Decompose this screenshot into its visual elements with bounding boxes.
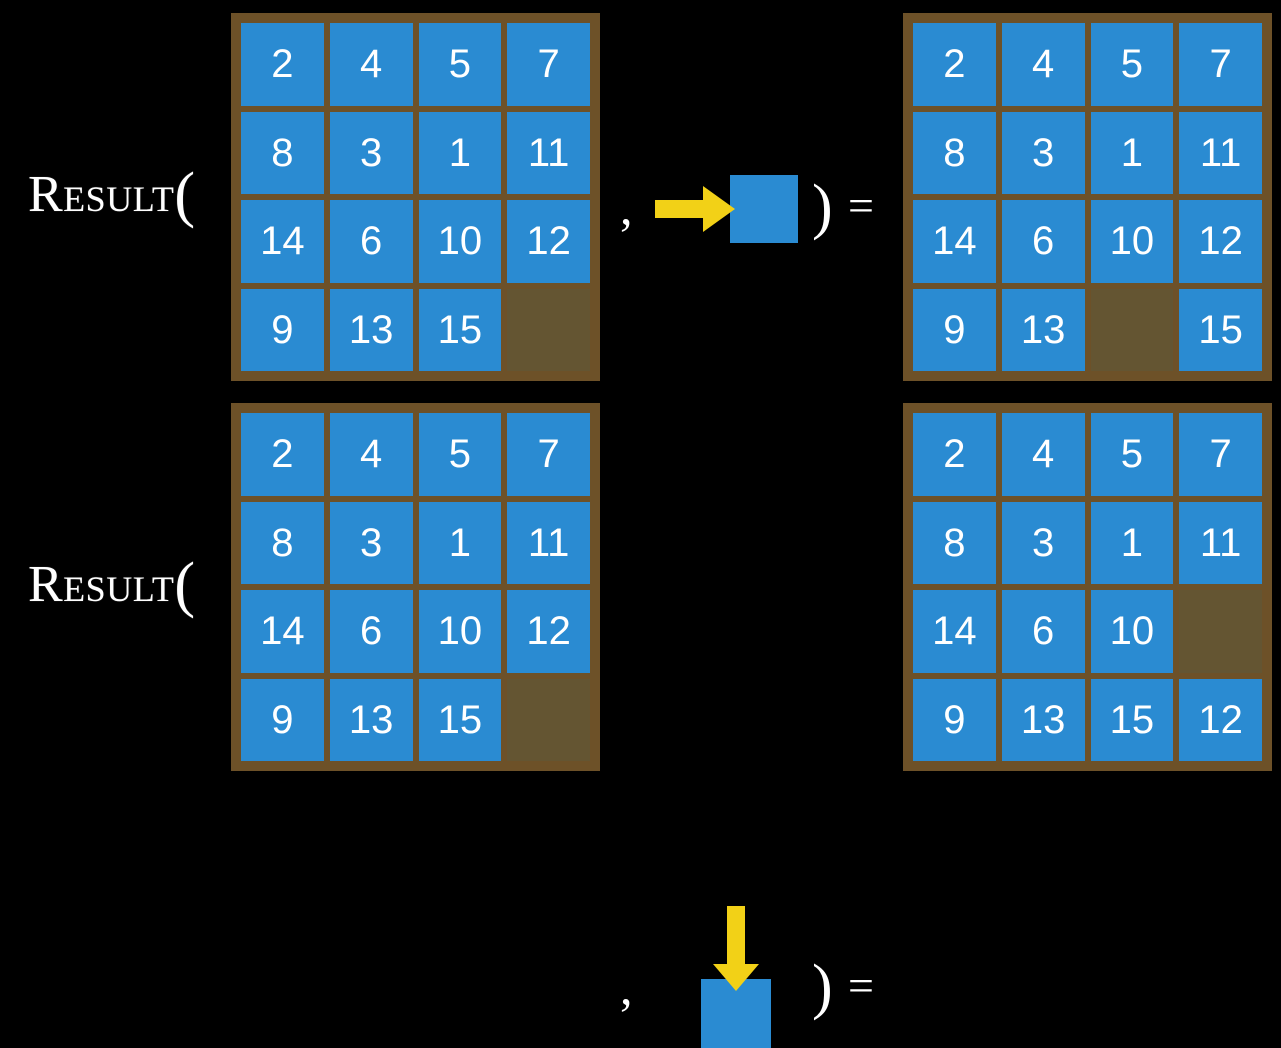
open-paren: (: [174, 551, 196, 619]
board-cell: 8: [241, 111, 324, 194]
board-cell: 4: [1001, 413, 1085, 496]
equals-sign: =: [848, 180, 874, 231]
action-tile-right-move: [730, 175, 798, 243]
board-cell: 11: [1179, 501, 1262, 584]
board-cell: 5: [1090, 413, 1174, 496]
board-cell: 4: [329, 23, 413, 106]
output-board-right-move: 2 4 5 7 8 3 1 11 14 6 10 12 9 13 15: [903, 13, 1272, 381]
board-cell: 7: [1179, 413, 1262, 496]
board-cell: 11: [507, 501, 590, 584]
equals-sign: =: [848, 960, 874, 1011]
argument-separator-comma: ,: [620, 959, 633, 1015]
board-cell: 9: [913, 288, 996, 371]
board-cell: 15: [418, 678, 502, 761]
board-cell: 5: [418, 413, 502, 496]
board-cell: 7: [507, 413, 590, 496]
arrow-right-icon: [655, 186, 735, 232]
board-cell: 1: [418, 501, 502, 584]
board-cell-empty: [507, 288, 590, 371]
board-cell: 3: [329, 501, 413, 584]
board-cell: 1: [1090, 111, 1174, 194]
board-cell: 2: [241, 23, 324, 106]
board-cell: 13: [1001, 288, 1085, 371]
board-cell: 11: [1179, 111, 1262, 194]
board-cell: 14: [241, 200, 324, 283]
board-cell: 10: [418, 200, 502, 283]
board-cell-empty: [1090, 288, 1174, 371]
board-cell: 15: [1090, 678, 1174, 761]
board-cell: 9: [241, 288, 324, 371]
equation-row-right-move: Result( 2 4 5 7 8 3 1 11 14 6 10 12 9 13…: [0, 0, 1281, 390]
board-cell: 12: [507, 200, 590, 283]
open-paren: (: [174, 161, 196, 229]
board-cell: 9: [913, 678, 996, 761]
board-cell: 2: [913, 23, 996, 106]
close-paren: ): [812, 953, 833, 1021]
input-board-right-move: 2 4 5 7 8 3 1 11 14 6 10 12 9 13 15: [231, 13, 600, 381]
board-cell: 6: [1001, 200, 1085, 283]
board-cell: 6: [329, 590, 413, 673]
board-cell: 7: [507, 23, 590, 106]
board-cell: 10: [1090, 590, 1174, 673]
board-cell: 10: [1090, 200, 1174, 283]
argument-separator-comma: ,: [620, 179, 633, 235]
board-cell: 8: [913, 111, 996, 194]
input-board-down-move: 2 4 5 7 8 3 1 11 14 6 10 12 9 13 15: [231, 403, 600, 771]
board-cell: 5: [1090, 23, 1174, 106]
board-cell-empty: [507, 678, 590, 761]
board-cell: 4: [1001, 23, 1085, 106]
board-cell: 15: [1179, 288, 1262, 371]
result-function-label: Result(: [28, 164, 196, 226]
board-cell: 15: [418, 288, 502, 371]
board-cell: 2: [913, 413, 996, 496]
board-cell: 6: [1001, 590, 1085, 673]
result-word: Result: [28, 166, 175, 223]
board-cell: 1: [1090, 501, 1174, 584]
board-cell: 12: [1179, 678, 1262, 761]
board-cell: 14: [241, 590, 324, 673]
equation-row-down-move: Result( 2 4 5 7 8 3 1 11 14 6 10 12 9 13…: [0, 390, 1281, 1048]
board-cell: 4: [329, 413, 413, 496]
board-cell: 14: [913, 200, 996, 283]
board-cell: 7: [1179, 23, 1262, 106]
close-paren: ): [812, 173, 833, 241]
board-cell: 8: [913, 501, 996, 584]
board-cell: 1: [418, 111, 502, 194]
board-cell: 13: [329, 678, 413, 761]
output-board-down-move: 2 4 5 7 8 3 1 11 14 6 10 9 13 15 12: [903, 403, 1272, 771]
result-word: Result: [28, 556, 175, 613]
board-cell: 6: [329, 200, 413, 283]
board-cell: 3: [329, 111, 413, 194]
board-cell: 12: [507, 590, 590, 673]
board-cell: 3: [1001, 111, 1085, 194]
board-cell: 12: [1179, 200, 1262, 283]
board-cell: 2: [241, 413, 324, 496]
board-cell: 3: [1001, 501, 1085, 584]
board-cell: 14: [913, 590, 996, 673]
board-cell: 10: [418, 590, 502, 673]
board-cell: 5: [418, 23, 502, 106]
board-cell: 9: [241, 678, 324, 761]
board-cell: 11: [507, 111, 590, 194]
board-cell: 13: [329, 288, 413, 371]
result-function-label: Result(: [28, 554, 196, 616]
board-cell: 13: [1001, 678, 1085, 761]
board-cell: 8: [241, 501, 324, 584]
arrow-down-icon: [713, 906, 759, 991]
board-cell-empty: [1179, 590, 1262, 673]
